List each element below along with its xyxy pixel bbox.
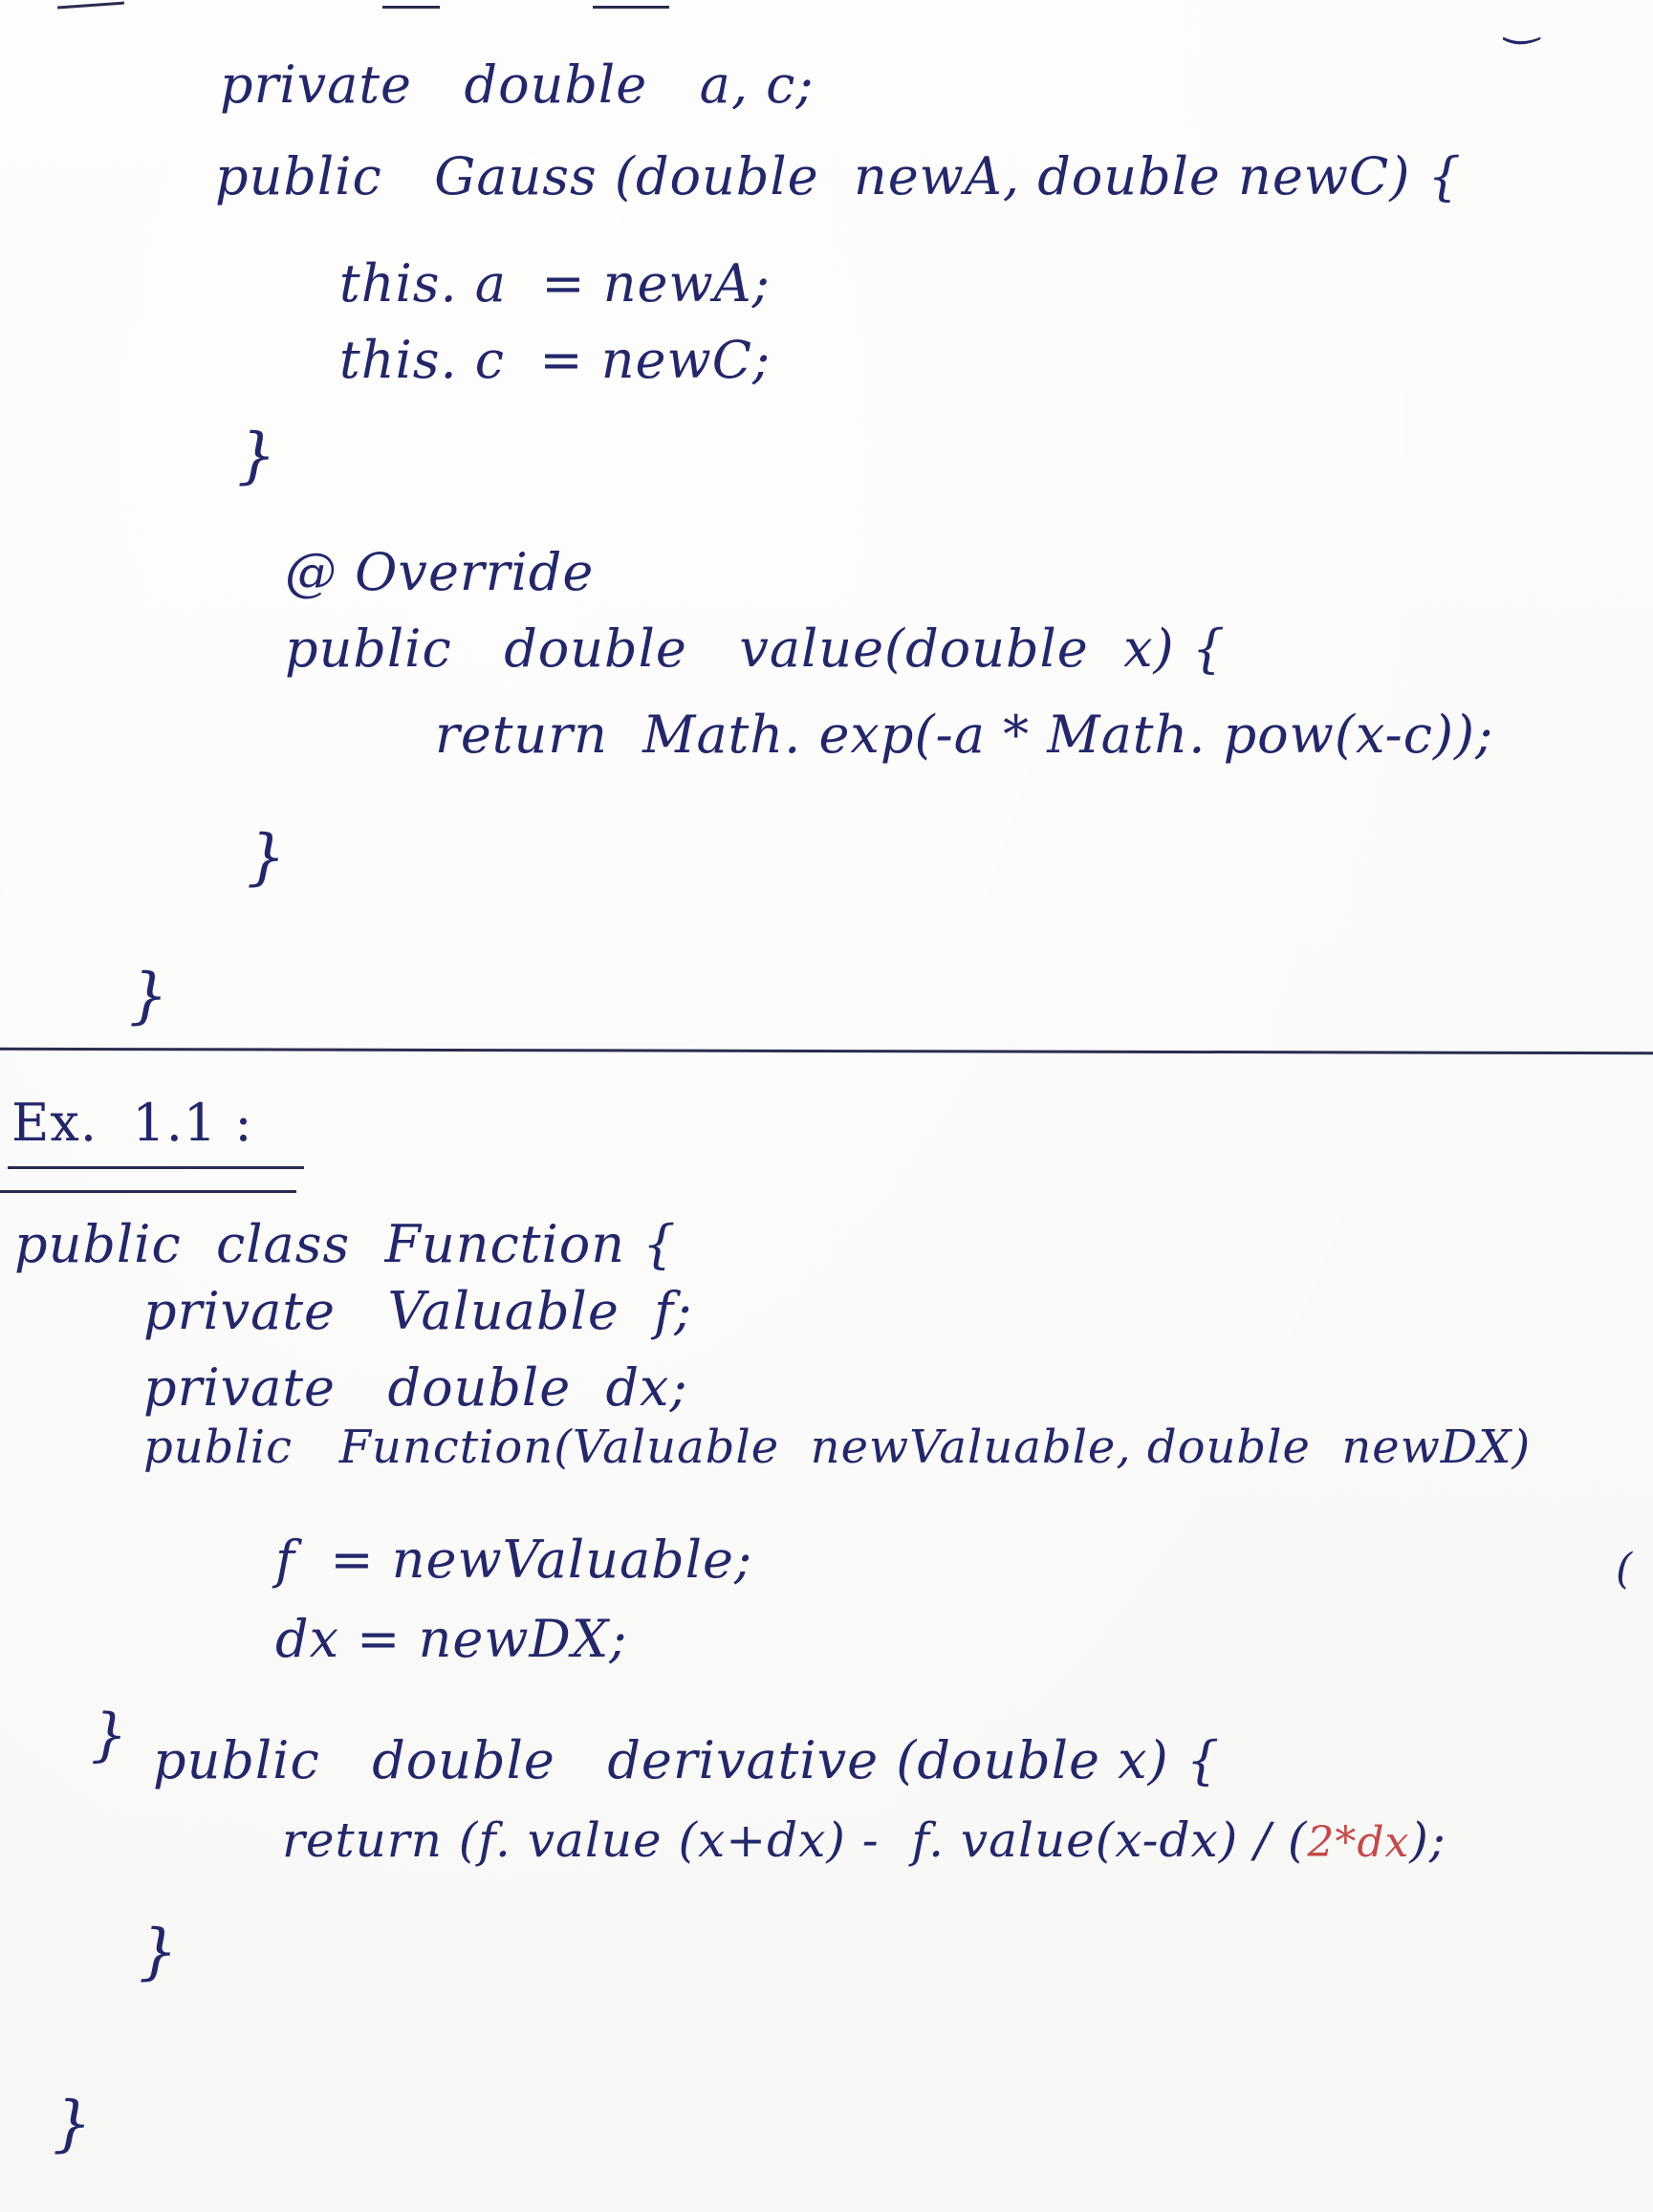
margin-mark: ‿	[1506, 0, 1541, 45]
code-line-function-constructor: public Function(Valuable newValuable, do…	[143, 1420, 1532, 1474]
code-closing-brace: }	[247, 822, 287, 893]
code-closing-brace: }	[237, 421, 277, 491]
code-line-class-declaration: public class Function {	[14, 1214, 677, 1274]
code-line-return-exp: return Math. exp(-a * Math. pow(x-c));	[435, 705, 1494, 765]
code-line-private-dx: private double dx;	[143, 1357, 688, 1418]
code-line-value-signature: public double value(double x) {	[285, 618, 1227, 679]
code-line-assign-a: this. a = newA;	[339, 253, 771, 314]
code-line-assign-f: f = newValuable;	[275, 1529, 753, 1590]
code-line-private-fields: private double a, c;	[220, 54, 815, 115]
section-divider	[0, 1047, 1653, 1055]
top-fragment-stroke	[382, 6, 440, 9]
code-closing-brace: }	[53, 2089, 93, 2159]
margin-mark: (	[1616, 1545, 1634, 1594]
code-line-constructor-signature: public Gauss (double newA, double newC) …	[215, 146, 1462, 206]
code-line-derivative-signature: public double derivative (double x) {	[153, 1730, 1221, 1790]
top-fragment-stroke	[56, 1, 125, 10]
heading-underline	[0, 1190, 296, 1193]
exercise-heading: Ex. 1.1 :	[11, 1093, 253, 1153]
code-line-assign-dx: dx = newDX;	[275, 1609, 628, 1669]
code-closing-brace: }	[139, 1917, 179, 1987]
return-derivative-text: return (f. value (x+dx) - f. value(x-dx)…	[282, 1812, 1308, 1868]
code-line-override-annotation: @ Override	[285, 542, 595, 602]
code-line-return-derivative: return (f. value (x+dx) - f. value(x-dx)…	[282, 1816, 1446, 1864]
heading-underline	[8, 1166, 304, 1169]
code-line-private-valuable: private Valuable f;	[143, 1281, 693, 1341]
code-closing-brace: }	[129, 961, 169, 1031]
return-derivative-end: );	[1409, 1812, 1446, 1868]
code-line-assign-c: this. c = newC;	[339, 330, 772, 390]
red-correction-2dx: 2*dx	[1307, 1818, 1410, 1867]
code-closing-brace: }	[91, 1702, 129, 1768]
top-fragment-stroke	[593, 6, 669, 9]
